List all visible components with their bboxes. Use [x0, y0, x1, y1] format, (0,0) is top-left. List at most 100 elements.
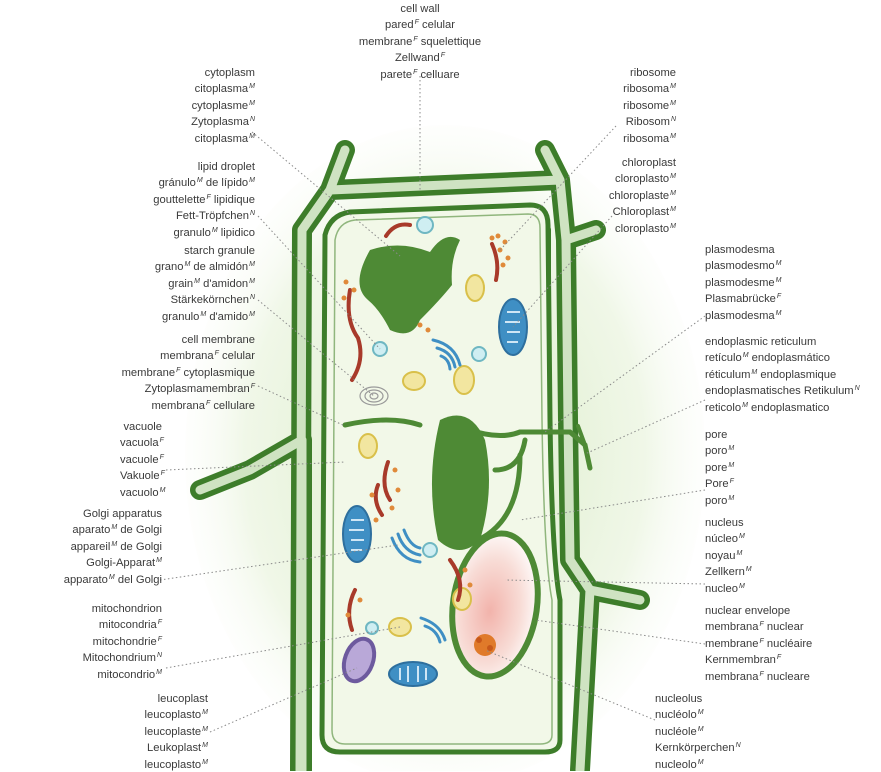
label-line: membranaF celular [90, 347, 255, 363]
label-line: cytoplasmeM [120, 97, 255, 113]
label-line: Golgi-ApparatM [20, 554, 162, 570]
label-line: retículoM endoplasmático [705, 349, 881, 365]
label-line: KernkörperchenN [655, 739, 825, 755]
label-line: cell membrane [90, 333, 255, 347]
label-line: LeukoplastM [20, 739, 208, 755]
label-line: goutteletteF lipidique [120, 191, 255, 207]
label-line: gránuloM de lípidoM [120, 174, 255, 190]
label-line: ribosomaM [556, 130, 676, 146]
label-line: starch granule [120, 244, 255, 258]
label-line: ZytoplasmaN [120, 113, 255, 129]
label-line: ZellwandF [345, 49, 495, 65]
label-line: nucleolus [655, 692, 825, 706]
label-line: mitocondriaF [20, 616, 162, 632]
label-line: KernmembranF [705, 651, 875, 667]
label-line: pareteF celluare [345, 66, 495, 82]
label-line: vacuole [120, 420, 162, 434]
label-line: mitocondrioM [20, 666, 162, 682]
label-line: reticoloM endoplasmatico [705, 399, 881, 415]
label-line: nucléoloM [655, 706, 825, 722]
label-line: StärkekörnchenN [120, 291, 255, 307]
label-line: leucoplastoM [20, 756, 208, 772]
label-line: ribosomeM [556, 97, 676, 113]
label-line: grainM d'amidonM [120, 275, 255, 291]
label-line: cell wall [345, 2, 495, 16]
label-lipid-droplet: lipid dropletgránuloM de lípidoMgouttele… [120, 160, 255, 240]
label-line: nucléoleM [655, 723, 825, 739]
label-cell-membrane: cell membranemembranaF celularmembraneF … [90, 333, 255, 413]
label-line: nucleoloM [655, 756, 825, 772]
label-line: chloroplasteM [556, 187, 676, 203]
label-line: cloroplastoM [556, 220, 676, 236]
label-line: ribosomaM [556, 80, 676, 96]
label-line: endoplasmatisches RetikulumN [705, 382, 881, 398]
label-line: ChloroplastM [556, 203, 676, 219]
label-line: plasmodesmaM [705, 307, 875, 323]
label-line: núcleoM [705, 530, 875, 546]
vacuole [432, 416, 489, 551]
label-line: mitochondrion [20, 602, 162, 616]
label-line: appareilM de Golgi [20, 538, 162, 554]
label-line: citoplasmaM [120, 130, 255, 146]
label-line: Fett-TröpfchenN [120, 207, 255, 223]
label-line: leucoplasteM [20, 723, 208, 739]
label-line: membranaF nuclear [705, 618, 875, 634]
label-line: cloroplastoM [556, 170, 676, 186]
label-starch-granule: starch granulegranoM de almidónMgrainM d… [120, 244, 255, 324]
label-endoplasmic-reticulum: endoplasmic reticulumretículoM endoplasm… [705, 335, 881, 415]
label-line: membraneF cytoplasmique [90, 364, 255, 380]
label-line: granoM de almidónM [120, 258, 255, 274]
label-line: poroM [705, 492, 875, 508]
label-line: MitochondriumN [20, 649, 162, 665]
label-line: aparatoM de Golgi [20, 521, 162, 537]
label-line: ZytoplasmamembranF [90, 380, 255, 396]
label-line: plasmodesmoM [705, 257, 875, 273]
label-line: réticulumM endoplasmique [705, 366, 881, 382]
label-line: nucleoM [705, 580, 875, 596]
label-line: cytoplasm [120, 66, 255, 80]
label-line: poroM [705, 442, 875, 458]
label-line: PlasmabrückeF [705, 290, 875, 306]
nucleolus [474, 634, 496, 656]
label-line: Golgi apparatus [20, 507, 162, 521]
label-line: plasmodesma [705, 243, 875, 257]
label-line: mitochondrieF [20, 633, 162, 649]
label-line: nucleus [705, 516, 875, 530]
label-line: pore [705, 428, 875, 442]
label-line: VakuoleF [120, 467, 162, 483]
label-line: nuclear envelope [705, 604, 875, 618]
label-line: granuloM d'amidoM [120, 308, 255, 324]
label-line: vacuoloM [120, 484, 162, 500]
label-line: ribosome [556, 66, 676, 80]
label-line: membraneF squelettique [345, 33, 495, 49]
label-line: endoplasmic reticulum [705, 335, 881, 349]
label-line: membraneF nucléaire [705, 635, 875, 651]
label-cell-wall: cell wallparedF celularmembraneF squelet… [345, 2, 495, 82]
label-line: leucoplastoM [20, 706, 208, 722]
label-line: poreM [705, 459, 875, 475]
label-line: apparatoM del Golgi [20, 571, 162, 587]
label-line: vacuolaF [120, 434, 162, 450]
label-line: paredF celular [345, 16, 495, 32]
label-line: noyauM [705, 547, 875, 563]
label-line: ZellkernM [705, 563, 875, 579]
label-line: plasmodesmeM [705, 274, 875, 290]
label-line: membranaF cellulare [90, 397, 255, 413]
label-line: granuloM lipidico [120, 224, 255, 240]
label-line: RibosomN [556, 113, 676, 129]
label-line: vacuoleF [120, 451, 162, 467]
label-line: lipid droplet [120, 160, 255, 174]
label-line: PoreF [705, 475, 875, 491]
